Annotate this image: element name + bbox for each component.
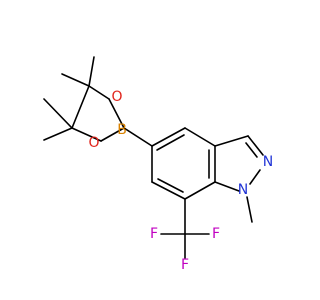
bond-methyl-2 <box>61 73 90 87</box>
atom-n2: N <box>263 154 273 170</box>
bond-o-upper-c <box>88 85 110 100</box>
bond-b-o-lower <box>100 127 125 142</box>
bond-n2-n1 <box>249 169 261 185</box>
bond-methyl-1 <box>88 56 95 87</box>
bond-c3-n2 <box>247 135 264 156</box>
atom-f-right: F <box>212 226 220 242</box>
bond-c7a-c7 <box>184 181 216 200</box>
bond-c5-c4 <box>151 127 186 147</box>
atom-b: B <box>117 122 127 138</box>
bond-lines <box>43 56 264 259</box>
bond-n-methyl <box>246 196 253 223</box>
atom-n1: N <box>238 182 248 198</box>
bond-c5-c4-inner <box>156 134 185 151</box>
molecule-diagram: O O B N N F F F <box>43 56 273 273</box>
atom-o-lower: O <box>88 135 99 151</box>
atom-labels: O O B N N F F F <box>88 89 273 273</box>
bond-c7-c6-inner <box>157 178 184 193</box>
bond-c7-c6 <box>151 181 186 200</box>
bond-c-c-ring <box>71 85 90 129</box>
bond-methyl-3 <box>43 98 73 129</box>
atom-f-left: F <box>150 226 158 242</box>
atom-o-upper: O <box>111 89 122 105</box>
bond-b-o-upper <box>108 98 125 129</box>
bond-o-lower-c <box>71 127 102 142</box>
bond-methyl-4 <box>43 127 73 141</box>
bond-n1-c7a <box>214 181 240 192</box>
bond-c3a-c3 <box>214 135 249 147</box>
bond-b-aryl <box>123 127 153 147</box>
atom-f-bottom: F <box>181 257 189 273</box>
bond-c3-n2-inner <box>245 142 258 158</box>
bond-c4-c3a <box>184 127 216 147</box>
